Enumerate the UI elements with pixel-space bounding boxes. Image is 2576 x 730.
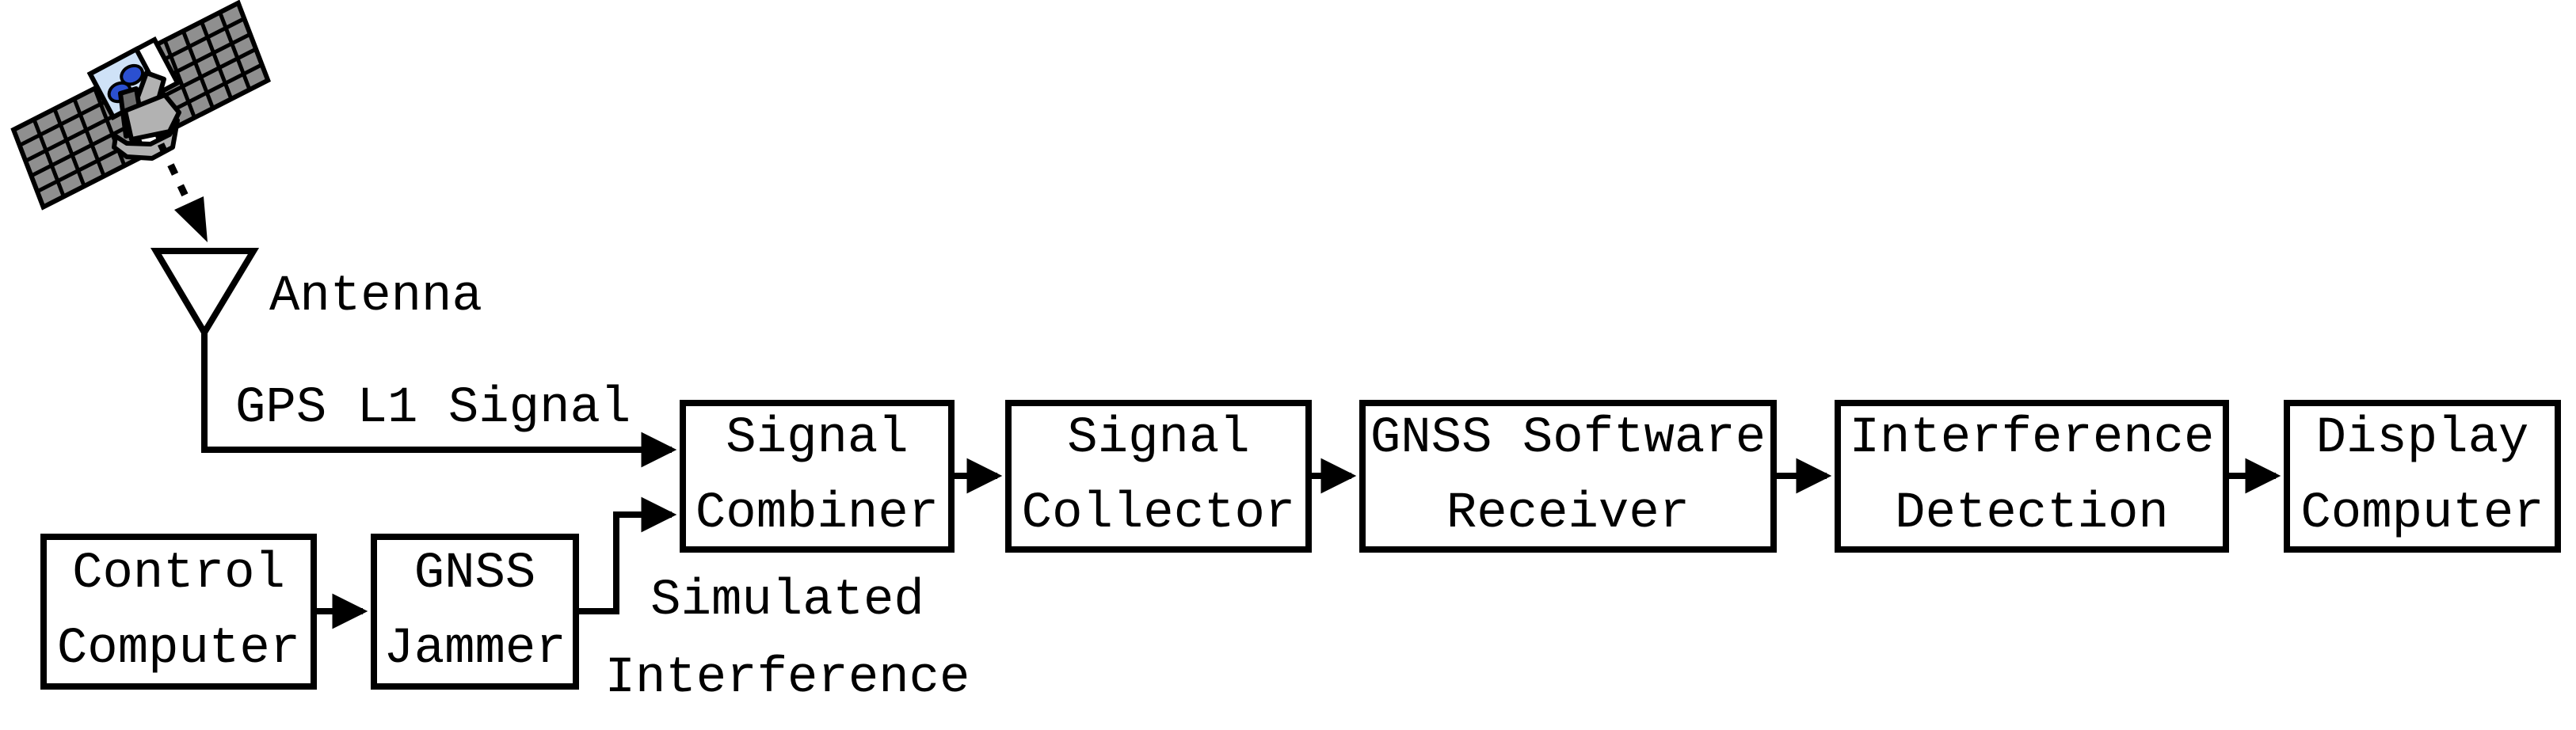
gps-l1-signal-label: GPS L1 Signal (235, 380, 631, 437)
box-gnss-jammer: GNSS Jammer (371, 534, 579, 690)
simulated-interference-label-line2: Interference (604, 650, 970, 707)
box-label-line: Interference (1849, 409, 2215, 467)
box-signal-combiner: Signal Combiner (680, 400, 955, 553)
box-display-computer: Display Computer (2284, 400, 2561, 553)
box-signal-collector: Signal Collector (1005, 400, 1312, 553)
box-label-line: Signal (1067, 409, 1250, 467)
box-label-line: Jammer (383, 620, 566, 678)
gps-l1-signal-arrow (201, 432, 677, 468)
box-label-line: Computer (56, 620, 301, 678)
box-label-line: Display (2315, 409, 2529, 467)
box-label-line: GNSS Software (1370, 409, 1766, 467)
antenna-triangle (150, 248, 260, 339)
box-label-line: Signal (726, 409, 909, 467)
downlink-arrowhead (174, 196, 208, 242)
arrow-jammer-to-combiner (576, 496, 677, 614)
box-gnss-software-receiver: GNSS Software Receiver (1359, 400, 1777, 553)
box-label-line: Detection (1895, 485, 2169, 542)
box-label-line: Receiver (1446, 485, 1690, 542)
box-control-computer: Control Computer (40, 534, 317, 690)
left-panel-grid (18, 87, 140, 198)
box-interference-detection: Interference Detection (1835, 400, 2229, 553)
satellite-downlink-arrow (157, 143, 208, 242)
antenna-label: Antenna (269, 268, 482, 325)
box-label-line: Control (72, 545, 285, 603)
satellite-icon (10, 0, 271, 211)
box-label-line: Collector (1021, 485, 1296, 542)
downlink-dashed-line (157, 143, 194, 207)
box-label-line: Combiner (695, 485, 939, 542)
satellite-lens-right (120, 63, 145, 86)
antenna-icon (150, 248, 260, 450)
box-label-line: GNSS (413, 545, 536, 603)
simulated-interference-label-line1: Simulated (650, 572, 924, 629)
box-label-line: Computer (2300, 485, 2544, 542)
